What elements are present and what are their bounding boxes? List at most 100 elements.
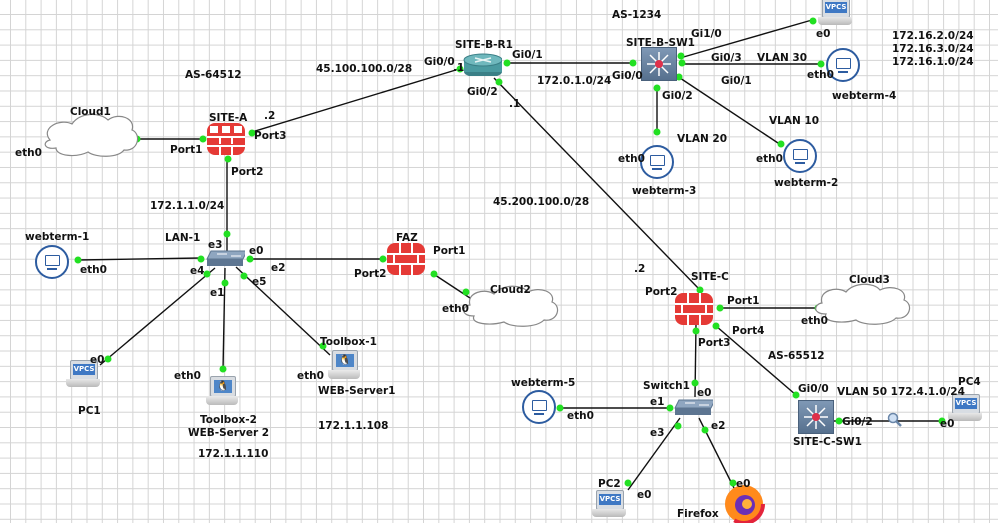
net-a-b-label: 45.100.100.0/28 (316, 63, 413, 75)
switch1-e3: e3 (650, 427, 665, 439)
webterm-3-icon[interactable] (640, 145, 674, 179)
site-b-sw1-name: SITE-B-SW1 (626, 37, 695, 49)
cloud3-name: Cloud3 (849, 274, 890, 286)
vlan20-label: VLAN 20 (677, 133, 727, 145)
pc1-name: PC1 (78, 405, 101, 417)
webterm5-name: webterm-5 (511, 377, 576, 389)
site-b-net-3: 172.16.1.0/24 (892, 56, 974, 68)
switch1-e2: e2 (711, 420, 726, 432)
net-b-c-label: 45.200.100.0/28 (493, 196, 590, 208)
lan1-e0: e0 (249, 245, 264, 257)
webterm2-port: eth0 (756, 153, 783, 165)
lan1-e4: e4 (190, 265, 205, 277)
webterm5-port: eth0 (567, 410, 594, 422)
ip-suffix-site-c: .2 (634, 263, 646, 275)
firefox-port: e0 (736, 478, 751, 490)
link-sitec-sitecsw1 (715, 325, 797, 396)
site-c-port3: Port3 (698, 337, 731, 349)
pc2-port: e0 (637, 489, 652, 501)
webterm4-port: eth0 (807, 69, 834, 81)
sitecsw1-gi02: Gi0/2 (842, 416, 873, 428)
pc2-vpcs-icon[interactable]: VPCS (592, 490, 626, 520)
site-a-port1: Port1 (170, 144, 203, 156)
ip-web2-label: 172.1.1.110 (198, 448, 269, 460)
site-a-port2: Port2 (231, 166, 264, 178)
as-site-a-label: AS-64512 (185, 69, 242, 81)
cloud1-port: eth0 (15, 147, 42, 159)
webterm2-name: webterm-2 (774, 177, 839, 189)
site-a-firewall-icon[interactable] (207, 123, 245, 155)
firefox-icon[interactable] (723, 483, 765, 523)
cloud1-shape (44, 113, 139, 157)
toolbox1-name2: WEB-Server1 (318, 385, 396, 397)
faz-firewall-icon[interactable] (387, 243, 425, 275)
toolbox1-port: eth0 (297, 370, 324, 382)
site-a-name: SITE-A (209, 112, 248, 124)
pc4-port: e0 (940, 418, 955, 430)
toolbox-1-linux-icon[interactable]: 🐧 (328, 350, 360, 382)
link-r1-sitec (493, 77, 701, 291)
sitecsw1-gi00: Gi0/0 (798, 383, 829, 395)
capture-magnifier-icon (887, 412, 902, 427)
webterm4-name: webterm-4 (832, 90, 897, 102)
switch1-name: Switch1 (643, 380, 690, 392)
webterm1-name: webterm-1 (25, 231, 90, 243)
cloud2-port: eth0 (442, 303, 469, 315)
webterm-2-icon[interactable] (783, 139, 817, 173)
pc1-port: e0 (90, 354, 105, 366)
sw1-gi10: Gi1/0 (691, 28, 722, 40)
cloud2-name: Cloud2 (490, 284, 531, 296)
site-a-port3: Port3 (254, 130, 287, 142)
vpcs-b-port: e0 (816, 28, 831, 40)
firefox-name: Firefox (677, 508, 719, 520)
sw1-gi00: Gi0/0 (612, 70, 643, 82)
ip-suffix-r1-gi00: .1 (453, 62, 465, 74)
webterm-5-icon[interactable] (522, 390, 556, 424)
pc1-vpcs-icon[interactable]: VPCS (66, 360, 100, 390)
cloud3-port: eth0 (801, 315, 828, 327)
site-c-firewall-icon[interactable] (675, 293, 713, 325)
pc4-name: PC4 (958, 376, 981, 388)
webterm3-name: webterm-3 (632, 185, 697, 197)
faz-name: FAZ (396, 232, 418, 244)
r1-gi01: Gi0/1 (512, 49, 543, 61)
cloud1-name: Cloud1 (70, 106, 111, 118)
webterm-1-icon[interactable] (35, 245, 69, 279)
toolbox-2-linux-icon[interactable]: 🐧 (206, 376, 238, 408)
site-c-sw1-name: SITE-C-SW1 (793, 436, 862, 448)
as-site-c-label: AS-65512 (768, 350, 825, 362)
site-c-sw1-switch-icon[interactable] (798, 400, 834, 434)
webterm1-port: eth0 (80, 264, 107, 276)
faz-port1: Port1 (433, 245, 466, 257)
site-c-port2: Port2 (645, 286, 678, 298)
site-b-net-1: 172.16.2.0/24 (892, 30, 974, 42)
link-lan1-pc1 (99, 267, 216, 366)
switch1-e1: e1 (650, 396, 665, 408)
webterm-4-icon[interactable] (826, 48, 860, 82)
link-switch1-pc2 (627, 417, 681, 491)
net-lan1-label: 172.1.1.0/24 (150, 200, 225, 212)
site-b-r1-router-icon[interactable] (462, 52, 502, 76)
link-webterm1-lan1 (77, 257, 202, 261)
r1-gi02: Gi0/2 (467, 86, 498, 98)
site-b-r1-name: SITE-B-R1 (455, 39, 513, 51)
cloud2-shape (463, 285, 559, 327)
as-site-b-label: AS-1234 (612, 9, 662, 21)
toolbox1-name: Toolbox-1 (320, 336, 377, 348)
link-lan1-toolbox1 (235, 266, 331, 356)
link-sitea-r1 (251, 68, 460, 133)
sw1-gi01: Gi0/1 (721, 75, 752, 87)
r1-gi00: Gi0/0 (424, 56, 455, 68)
webterm3-port: eth0 (618, 153, 645, 165)
switch1-e0: e0 (697, 387, 712, 399)
pc4-vpcs-icon[interactable]: VPCS (948, 394, 982, 424)
switch1-switch-icon[interactable] (673, 398, 713, 418)
site-b-sw1-switch-icon[interactable] (641, 47, 677, 81)
site-c-name: SITE-C (691, 271, 729, 283)
lan1-e2: e2 (271, 262, 286, 274)
vpcs-site-b-icon[interactable]: VPCS (818, 0, 852, 28)
toolbox2-name2: WEB-Server 2 (188, 427, 270, 439)
lan1-switch-icon[interactable] (205, 249, 245, 269)
